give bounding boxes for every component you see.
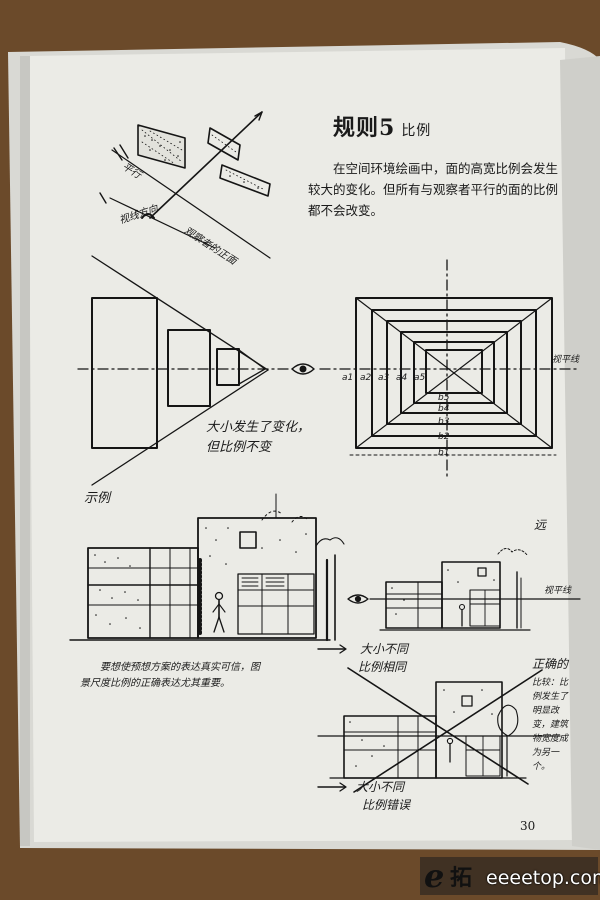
label-correct: 正确的 xyxy=(532,657,569,671)
label-far: 远 xyxy=(534,518,547,532)
figure-2-left-diminishing-planes xyxy=(77,255,301,486)
label-b4: b4 xyxy=(438,404,450,414)
eye-icon xyxy=(347,594,369,604)
label-horizon-fig2: 视平线 xyxy=(552,355,580,365)
label-bottom-line2: 比例错误 xyxy=(362,798,411,812)
page-edge-right xyxy=(560,56,600,850)
size-note-line2: 但比例不变 xyxy=(206,440,272,455)
label-example: 示例 xyxy=(84,491,111,506)
label-a5: a5 xyxy=(414,373,426,383)
stipple-texture xyxy=(94,135,495,767)
watermark-domain: eeeetop.com xyxy=(486,867,600,889)
title-main: 规则5 xyxy=(333,115,396,141)
label-horizon-fig3: 视平线 xyxy=(544,586,572,596)
right-note: 比较：比例发生了明显改变，建筑物宽度成为另一个。 xyxy=(532,678,569,772)
eye-icon xyxy=(291,363,315,375)
label-b2: b2 xyxy=(438,432,450,442)
label-b3: b3 xyxy=(438,417,450,427)
watermark: e 拓 eeeetop.com xyxy=(420,857,600,895)
figure-3-small-building xyxy=(369,548,581,631)
caption-note: 要想使预想方案的表达真实可信，图景尺度比例的正确表达尤其重要。 xyxy=(80,662,260,689)
watermark-band xyxy=(420,857,598,895)
page-title: 规则5 比例 xyxy=(333,110,431,142)
label-a2: a2 xyxy=(360,373,372,383)
figure-3-large-building xyxy=(69,493,345,642)
figure-2-right-nested-squares xyxy=(319,259,577,479)
page-surface xyxy=(28,48,572,842)
title-sub: 比例 xyxy=(401,123,432,139)
label-a3: a3 xyxy=(378,373,390,383)
label-b5: b5 xyxy=(438,393,450,403)
watermark-tuo: 拓 xyxy=(450,866,473,891)
size-note-line1: 大小发生了变化， xyxy=(206,420,311,435)
label-top-line1: 大小不同 xyxy=(360,642,409,656)
label-b1: b1 xyxy=(438,448,450,458)
label-a4: a4 xyxy=(396,373,408,383)
label-bottom-line1: 大小不同 xyxy=(356,780,405,794)
page-number: 30 xyxy=(520,819,536,833)
label-top-line2: 比例相同 xyxy=(358,660,407,674)
page-gutter xyxy=(20,56,30,846)
figure-1-parallel-planes xyxy=(99,111,271,259)
figure-4-proportion-comparison xyxy=(317,644,561,793)
intro-paragraph: 在空间环境绘画中，面的高宽比例会发生较大的变化。但所有与观察者平行的面的比例都不… xyxy=(308,161,559,218)
label-a1: a1 xyxy=(342,373,354,383)
watermark-e-logo: e xyxy=(424,857,445,895)
